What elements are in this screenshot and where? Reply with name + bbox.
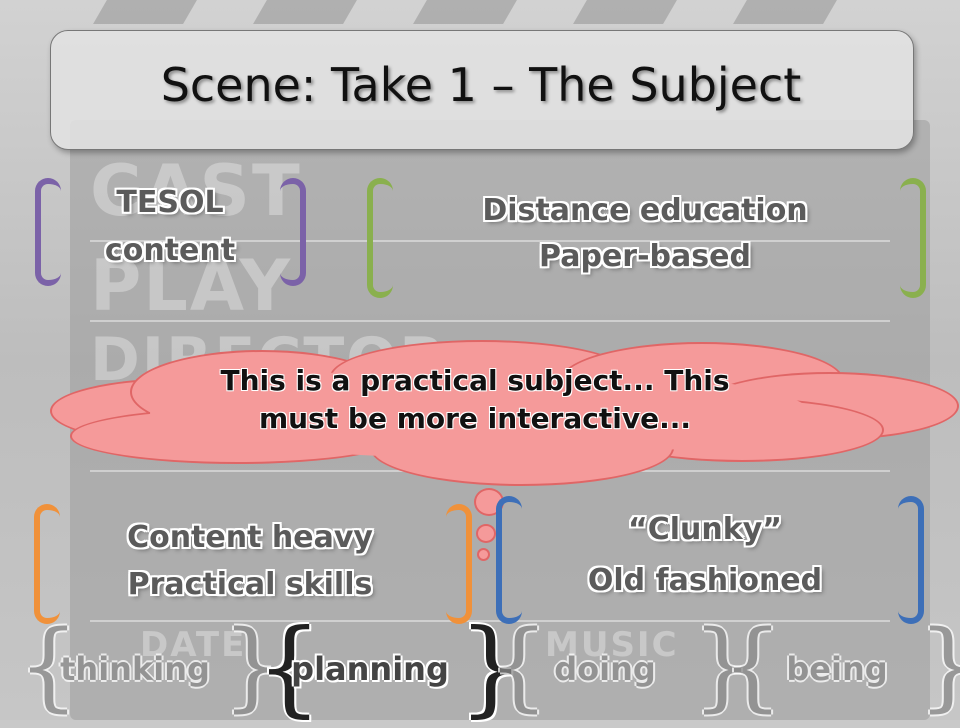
right-bracket: [446, 504, 472, 624]
thought-line-2: must be more interactive...: [259, 402, 691, 435]
thought-bubble-medium: [476, 524, 496, 543]
curly-brace-left-icon: {: [256, 606, 323, 728]
thought-bubble-small: [477, 548, 490, 561]
right-bracket: [900, 178, 926, 298]
nav-item-doing[interactable]: doing: [554, 650, 656, 688]
curly-brace-right-icon: }: [918, 610, 960, 722]
curly-brace-left-icon: {: [722, 610, 784, 722]
board-line: [90, 240, 890, 242]
clapper-stripe: [253, 0, 357, 24]
left-bracket: [496, 496, 522, 624]
topic-line: Old fashioned: [587, 563, 823, 598]
clapper-word-cast: CAST: [90, 150, 302, 232]
curly-brace-left-icon: {: [488, 610, 550, 722]
topic-line: content: [104, 233, 236, 268]
clapper-word-date: DATE: [140, 625, 247, 665]
left-bracket: [34, 504, 60, 624]
curly-brace-right-icon: }: [458, 606, 525, 728]
nav-item-planning[interactable]: planning: [291, 650, 449, 688]
nav-item-being[interactable]: being: [786, 650, 888, 688]
clapper-stripe: [93, 0, 197, 24]
right-bracket: [280, 178, 306, 286]
board-line: [90, 620, 890, 622]
left-bracket: [367, 178, 393, 298]
clapper-word-music: MUSIC: [545, 625, 679, 665]
board-line: [90, 320, 890, 322]
topic-line: TESOL: [116, 185, 224, 220]
left-bracket: [35, 178, 61, 286]
right-bracket: [898, 496, 924, 624]
topic-line: Paper-based: [539, 239, 751, 274]
topic-line: Practical skills: [127, 567, 373, 602]
clapper-stripe: [413, 0, 517, 24]
topic-line: Distance education: [482, 193, 808, 228]
nav-item-thinking[interactable]: thinking: [60, 650, 210, 688]
clapper-word-play: PLAY: [90, 245, 293, 327]
clapper-stripe: [573, 0, 677, 24]
slide-title: Scene: Take 1 – The Subject: [160, 58, 802, 112]
thought-line-1: This is a practical subject... This: [220, 364, 730, 397]
clapper-stripe: [733, 0, 837, 24]
cloud-body: [150, 368, 810, 458]
curly-brace-left-icon: {: [18, 610, 80, 722]
topic-line: Content heavy: [127, 520, 373, 555]
curly-brace-right-icon: }: [222, 610, 284, 722]
curly-brace-right-icon: }: [692, 610, 754, 722]
title-box: [50, 30, 914, 150]
topic-line: “Clunky”: [628, 512, 782, 547]
